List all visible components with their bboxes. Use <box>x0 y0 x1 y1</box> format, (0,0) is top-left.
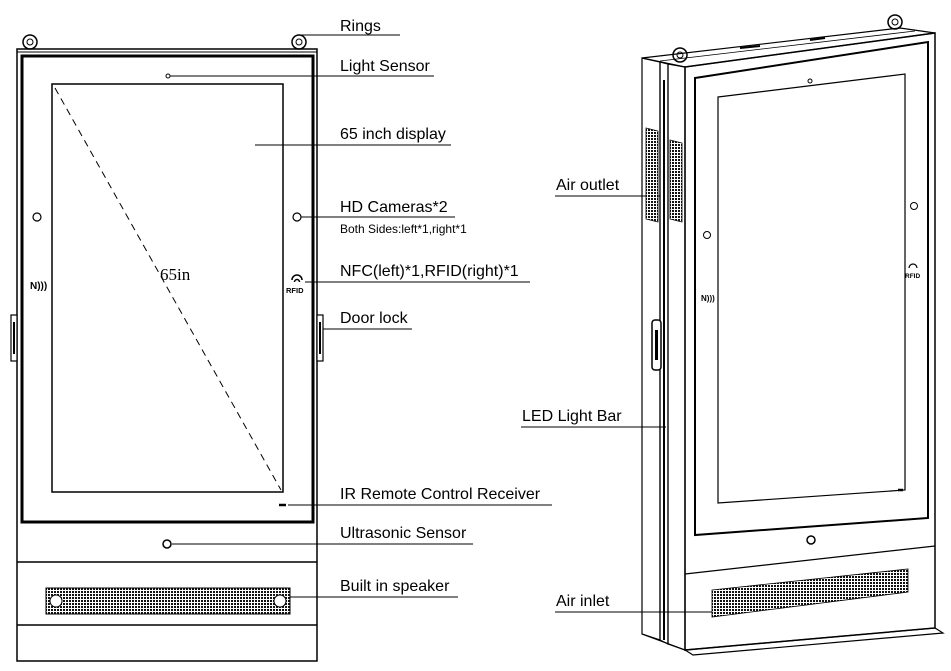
side-display-screen <box>717 73 906 504</box>
rfid-icon: RFID <box>286 274 304 295</box>
camera-left-icon <box>32 212 42 222</box>
label-hd-cameras-detail: Both Sides:left*1,right*1 <box>340 222 467 236</box>
ultrasonic-sensor-icon <box>162 539 172 549</box>
label-light-sensor: Light Sensor <box>340 58 431 75</box>
ring-top-right-icon <box>887 14 903 30</box>
svg-text:RFID: RFID <box>905 273 920 280</box>
ring-right-icon <box>291 34 307 50</box>
label-air-inlet: Air inlet <box>556 593 610 610</box>
nfc-icon: N))) <box>30 281 47 292</box>
label-air-outlet: Air outlet <box>556 177 620 194</box>
label-nfc-rfid: NFC(left)*1,RFID(right)*1 <box>340 263 519 280</box>
svg-text:N))): N))) <box>701 294 715 303</box>
side-front-face <box>684 32 936 651</box>
diagonal-dimension-line <box>54 87 282 491</box>
front-cabinet <box>16 48 318 662</box>
label-display: 65 inch display <box>340 126 446 143</box>
label-ir-receiver: IR Remote Control Receiver <box>340 486 541 503</box>
callouts: Rings Light Sensor 65 inch display HD Ca… <box>170 18 714 613</box>
door-frame <box>20 54 315 524</box>
diagonal-label: 65in <box>160 265 191 284</box>
side-rfid-icon: RFID <box>905 263 920 280</box>
ring-top-left-icon <box>672 47 688 63</box>
label-hd-cameras: HD Cameras*2 <box>340 199 448 216</box>
air-outlet-grille-left <box>645 127 659 223</box>
display-screen <box>51 83 284 493</box>
label-rings: Rings <box>340 18 381 35</box>
svg-text:RFID: RFID <box>286 286 304 295</box>
camera-right-icon <box>292 212 302 222</box>
speaker-grille <box>45 587 291 615</box>
light-sensor-icon <box>165 73 171 79</box>
label-led-bar: LED Light Bar <box>522 408 622 425</box>
front-view: 65in N))) RFID <box>10 34 324 662</box>
label-door-lock: Door lock <box>340 310 409 327</box>
label-speaker: Built in speaker <box>340 578 450 595</box>
side-view: N))) RFID <box>641 14 945 656</box>
label-ultrasonic: Ultrasonic Sensor <box>340 525 467 542</box>
ring-left-icon <box>22 34 38 50</box>
air-inlet-grille <box>711 568 909 618</box>
air-outlet-grille-right <box>669 139 683 223</box>
